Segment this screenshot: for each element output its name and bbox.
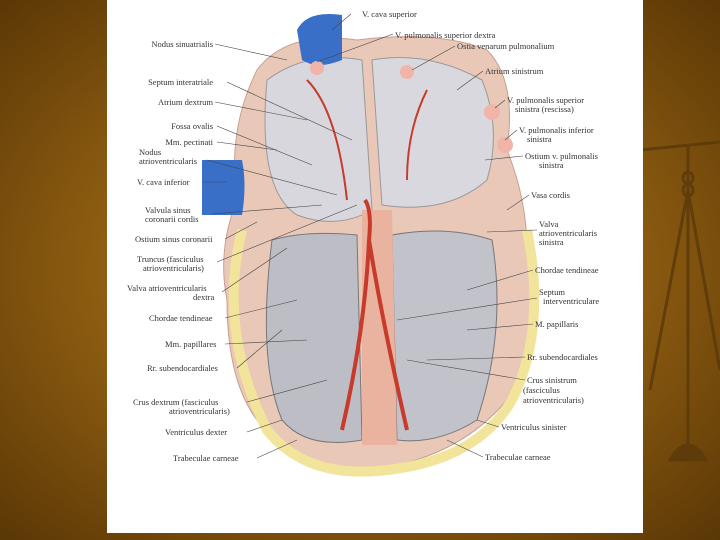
illustration-panel: Nodus sinuatrialis Septum interatriale A… <box>107 0 643 533</box>
leader-lines <box>107 0 643 533</box>
scales-of-justice-icon <box>640 130 720 490</box>
